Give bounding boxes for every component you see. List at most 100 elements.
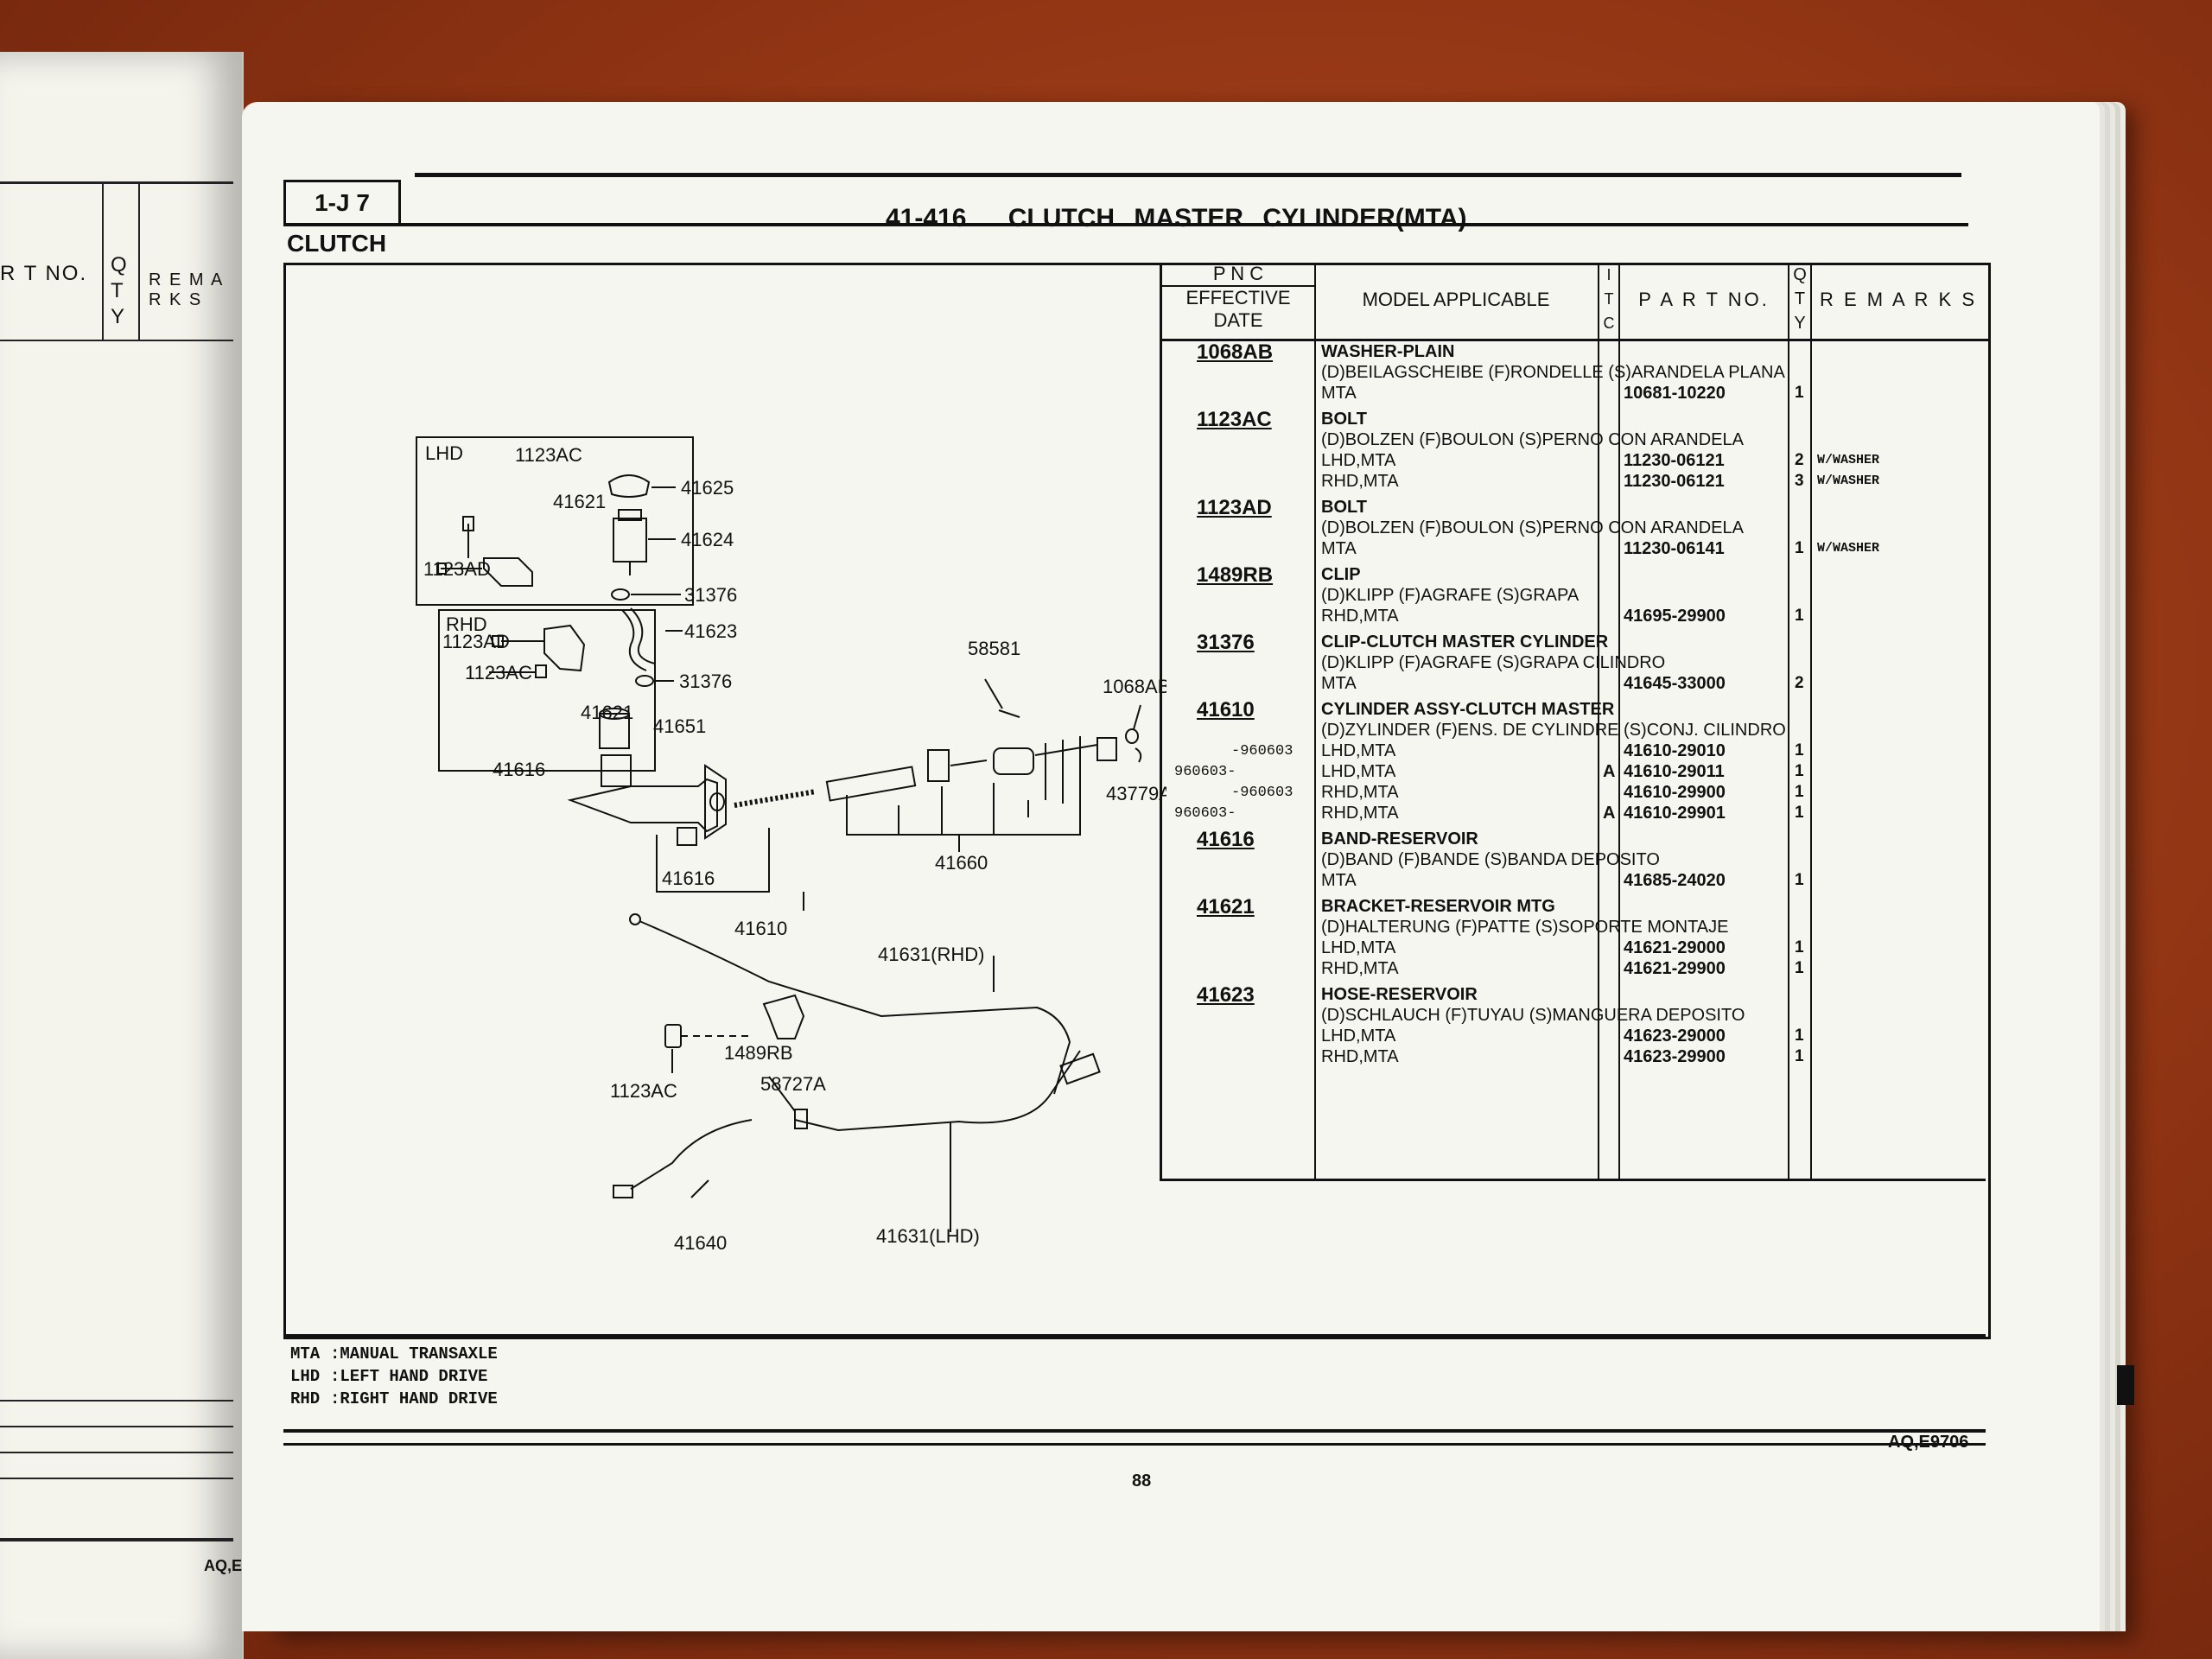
pnc-code: 41623 — [1197, 983, 1255, 1007]
part-number: 41621-29000 — [1624, 938, 1726, 957]
left-page: R T NO. Q T Y R E M A R K S AQ,E9706 — [0, 52, 276, 1659]
callout-1123ac: 1123AC — [610, 1080, 677, 1102]
part-number: 41610-29010 — [1624, 741, 1726, 760]
effective-date: 960603- — [1174, 805, 1236, 822]
header-date: DATE — [1213, 309, 1263, 331]
callout-41631-lhd: 41631(LHD) — [876, 1225, 980, 1247]
callout-31376: 31376 — [684, 584, 737, 606]
quantity: 1 — [1795, 762, 1804, 780]
column-divider — [102, 184, 104, 340]
callout-31376: 31376 — [679, 671, 732, 692]
pnc-code: 41610 — [1197, 698, 1255, 721]
quantity: 1 — [1795, 384, 1804, 402]
abbreviation-legend: MTA:MANUAL TRANSAXLE LHD:LEFT HAND DRIVE… — [290, 1343, 498, 1410]
quantity: 1 — [1795, 607, 1804, 625]
part-number: 41645-33000 — [1624, 674, 1726, 693]
part-name: BRACKET-RESERVOIR MTG — [1321, 897, 1555, 916]
page-title: 41-416 CLUTCH MASTER CYLINDER(MTA) — [886, 204, 1467, 233]
table-footer-box — [1160, 1179, 1986, 1235]
legend-text: :LEFT HAND DRIVE — [330, 1367, 488, 1386]
model-applicable: MTA — [1321, 871, 1357, 890]
model-applicable: MTA — [1321, 539, 1357, 558]
quantity: 1 — [1795, 804, 1804, 822]
left-page-table-header: R T NO. Q T Y R E M A R K S — [0, 181, 233, 341]
part-number: 41685-24020 — [1624, 871, 1726, 890]
pnc-code: 1068AB — [1197, 340, 1274, 364]
part-number: 11230-06121 — [1624, 472, 1725, 491]
header-itc-i: I — [1606, 266, 1611, 283]
callout-41631-rhd: 41631(RHD) — [878, 944, 985, 965]
left-col-partno: R T NO. — [0, 262, 88, 285]
header-itc: I T C — [1599, 263, 1618, 335]
footer-rule — [283, 1429, 1986, 1433]
pnc-code: 1489RB — [1197, 563, 1274, 587]
part-number: 11230-06141 — [1624, 539, 1725, 558]
model-applicable: RHD,MTA — [1321, 783, 1399, 802]
lhd-inset-box — [416, 436, 694, 606]
column-divider — [1788, 263, 1789, 1179]
top-rule — [415, 173, 1961, 177]
part-description: (D)HALTERUNG (F)PATTE (S)SOPORTE MONTAJE — [1321, 918, 1729, 937]
quantity: 1 — [1795, 741, 1804, 760]
itc-code: A — [1603, 804, 1616, 823]
part-number: 11230-06121 — [1624, 451, 1725, 470]
section-label: CLUTCH — [287, 230, 387, 257]
header-part-no: P A R T NO. — [1638, 289, 1770, 310]
part-name: BOLT — [1321, 410, 1367, 429]
callout-41610: 41610 — [734, 918, 787, 939]
model-applicable: RHD,MTA — [1321, 804, 1399, 823]
callout-43779a: 43779A — [1106, 783, 1166, 804]
model-applicable: RHD,MTA — [1321, 607, 1399, 626]
callout-1123ac: 1123AC — [465, 662, 532, 683]
index-tab-mark — [2117, 1365, 2134, 1405]
callout-41624: 41624 — [681, 529, 734, 550]
catalog-code-badge: 1-J 7 — [283, 180, 401, 226]
legend-text: :MANUAL TRANSAXLE — [330, 1344, 498, 1363]
part-number: 41610-29011 — [1624, 762, 1725, 781]
model-applicable: MTA — [1321, 384, 1357, 403]
callout-1489rb: 1489RB — [724, 1042, 793, 1064]
rhd-inset-box — [438, 609, 656, 772]
part-description: (D)BOLZEN (F)BOULON (S)PERNO CON ARANDEL… — [1321, 430, 1744, 449]
callout-41616: 41616 — [493, 759, 545, 780]
part-name: BAND-RESERVOIR — [1321, 830, 1478, 849]
pnc-code: 1123AC — [1197, 408, 1272, 431]
pnc-code: 31376 — [1197, 631, 1255, 654]
callout-41623: 41623 — [684, 620, 737, 642]
left-page-rule — [0, 1452, 233, 1453]
legend-abbr: LHD — [290, 1367, 321, 1386]
quantity: 1 — [1795, 871, 1804, 889]
part-description: (D)KLIPP (F)AGRAFE (S)GRAPA — [1321, 586, 1580, 605]
callout-41660: 41660 — [935, 852, 988, 874]
quantity: 1 — [1795, 1027, 1804, 1045]
model-applicable: LHD,MTA — [1321, 741, 1396, 760]
footer-rule — [283, 1443, 1986, 1446]
callout-1068ab: 1068AB — [1103, 676, 1166, 697]
left-col-remarks: R E M A R K S — [149, 270, 224, 309]
part-description: (D)SCHLAUCH (F)TUYAU (S)MANGUERA DEPOSIT… — [1321, 1006, 1745, 1025]
title-number: 41-416 — [886, 204, 967, 232]
pnc-code: 1123AD — [1197, 496, 1272, 519]
model-applicable: LHD,MTA — [1321, 762, 1396, 781]
callout-58727a: 58727A — [760, 1073, 826, 1095]
quantity: 1 — [1795, 1047, 1804, 1065]
header-itc-c: C — [1603, 315, 1615, 332]
itc-code: A — [1603, 762, 1616, 781]
parts-table: P N C EFFECTIVE DATE MODEL APPLICABLE I … — [1160, 263, 1988, 1179]
model-applicable: RHD,MTA — [1321, 959, 1399, 978]
header-qty-t: T — [1794, 289, 1806, 308]
part-name: CLIP-CLUTCH MASTER CYLINDER — [1321, 632, 1609, 652]
document-id: AQ,E9706 — [1888, 1433, 1969, 1452]
legend-rule — [283, 1334, 1986, 1337]
remark: W/WASHER — [1817, 541, 1880, 556]
header-qty-y: Y — [1794, 314, 1806, 333]
model-applicable: MTA — [1321, 674, 1357, 693]
remark: W/WASHER — [1817, 474, 1880, 488]
quantity: 3 — [1795, 472, 1804, 490]
model-applicable: LHD,MTA — [1321, 938, 1396, 957]
pnc-code: 41621 — [1197, 895, 1255, 918]
column-divider — [138, 184, 140, 340]
part-description: (D)ZYLINDER (F)ENS. DE CYLINDRE (S)CONJ.… — [1321, 721, 1786, 740]
left-page-rule — [0, 1478, 233, 1479]
column-divider — [1810, 263, 1812, 1179]
